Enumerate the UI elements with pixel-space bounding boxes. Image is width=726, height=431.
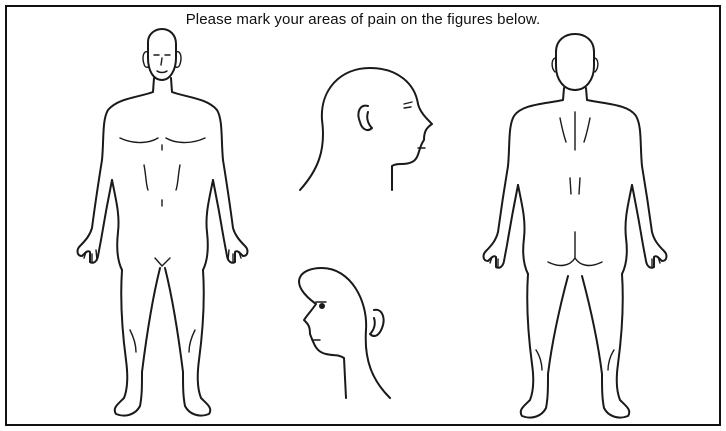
head-profile-left-icon[interactable]: [299, 268, 390, 398]
head-profile-right-icon[interactable]: [300, 68, 432, 190]
body-front-icon[interactable]: [78, 29, 248, 416]
body-back-icon[interactable]: [484, 34, 667, 418]
